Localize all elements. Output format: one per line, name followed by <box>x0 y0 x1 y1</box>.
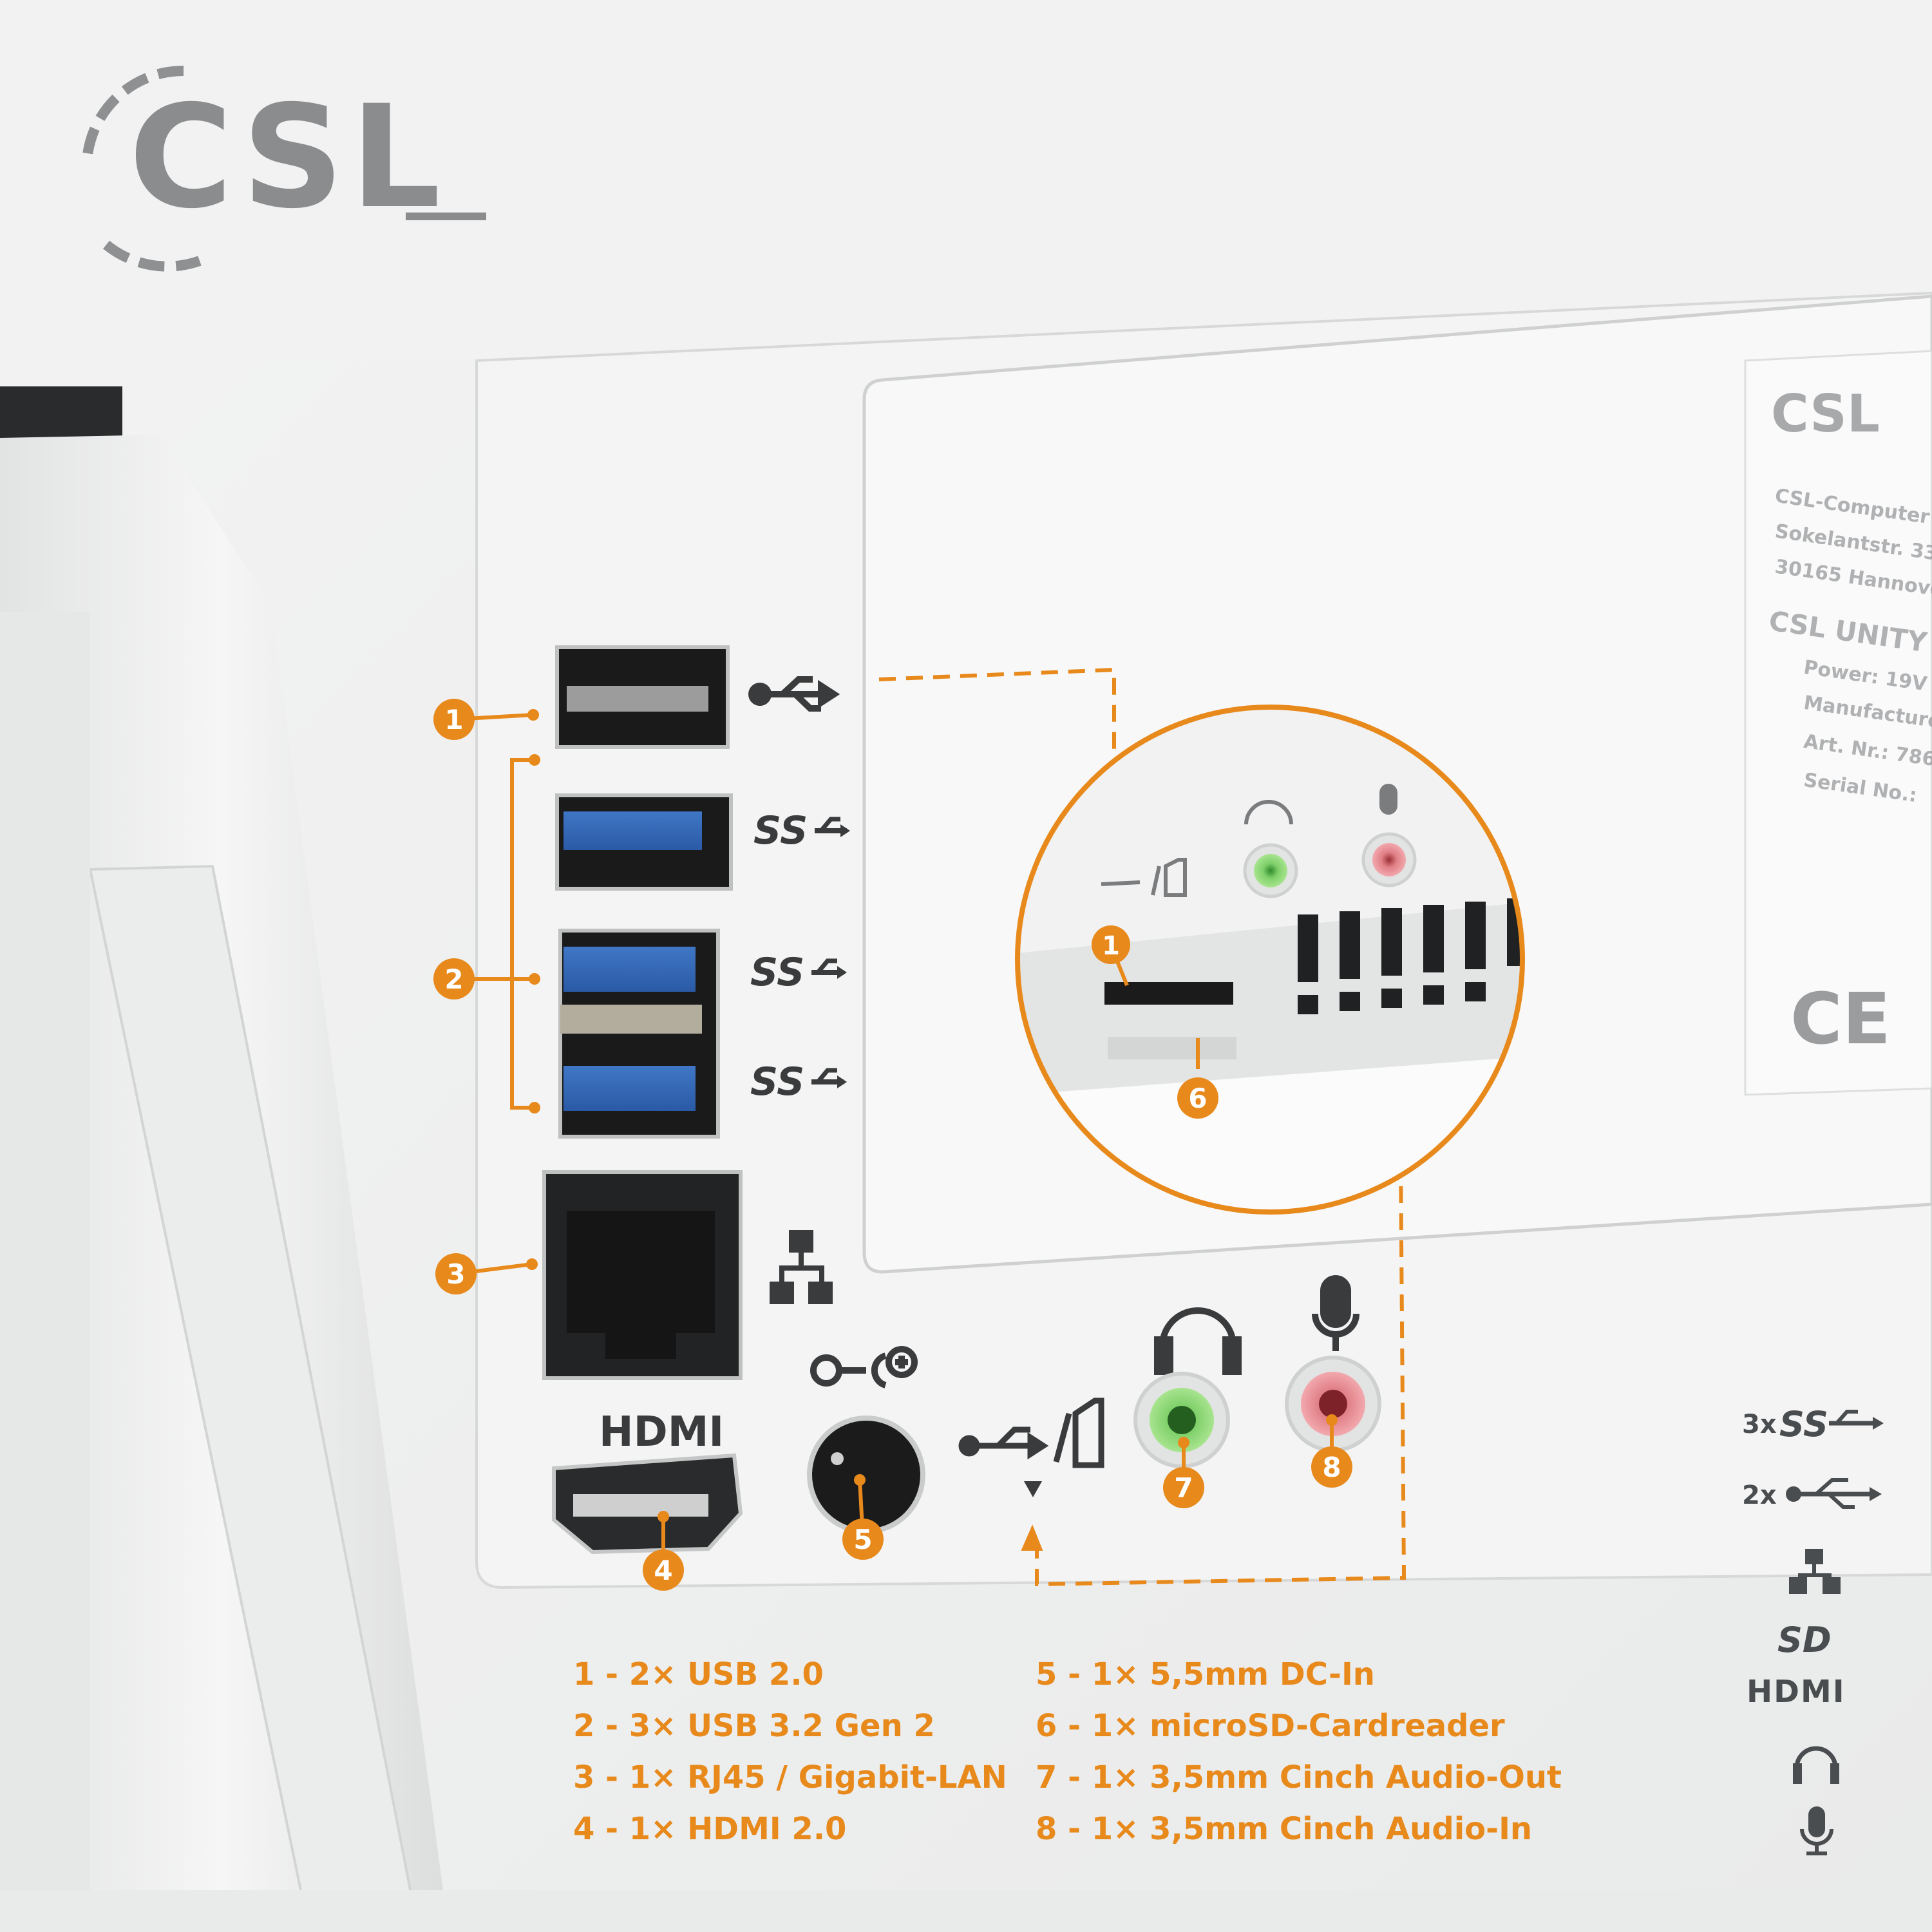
usb-symbol <box>748 676 840 712</box>
hdmi-port <box>552 1453 743 1555</box>
svg-text:3x: 3x <box>1742 1410 1777 1439</box>
dc-in-port <box>807 1416 925 1534</box>
headphones-icon <box>1793 1746 1839 1784</box>
port-marker-1: 1 <box>433 699 475 740</box>
legend-item: 7 - 1× 3,5mm Cinch Audio-Out <box>1036 1759 1562 1795</box>
port-marker-4: 4 <box>643 1549 684 1591</box>
svg-text:1: 1 <box>1102 931 1120 961</box>
usb-icon: 2x <box>1742 1478 1882 1510</box>
legend-item: 2 - 3× USB 3.2 Gen 2 <box>573 1708 935 1744</box>
svg-text:CSL: CSL <box>129 75 447 240</box>
headphones-symbol <box>1154 1307 1242 1375</box>
network-icon <box>1789 1549 1841 1594</box>
microphone-icon <box>1800 1806 1833 1855</box>
svg-text:SS: SS <box>750 1059 804 1104</box>
usb-superspeed-symbol: SS <box>750 1059 847 1104</box>
legend-right: 5 - 1× 5,5mm DC-In 6 - 1× microSD-Cardre… <box>1036 1649 1562 1855</box>
legend-item: 6 - 1× microSD-Cardreader <box>1036 1708 1505 1744</box>
leader-dot <box>529 1102 540 1113</box>
port-marker-7: 7 <box>1163 1467 1204 1508</box>
microphone-symbol <box>1312 1275 1359 1351</box>
legend-item: 1 - 2× USB 2.0 <box>573 1656 824 1692</box>
legend-item: 4 - 1× HDMI 2.0 <box>573 1811 847 1847</box>
svg-text:4: 4 <box>654 1555 672 1586</box>
svg-text:HDMI: HDMI <box>1747 1674 1846 1710</box>
svg-text:SS: SS <box>1779 1404 1828 1444</box>
arrow-down-icon <box>1024 1481 1042 1497</box>
svg-text:3: 3 <box>446 1258 465 1290</box>
port-marker-8: 8 <box>1311 1446 1352 1488</box>
audio-out-jack <box>1133 1372 1230 1468</box>
leader-dot <box>529 754 540 766</box>
csl-logo: CSL <box>82 65 486 272</box>
leader-dot <box>529 973 540 985</box>
leader-dot <box>658 1511 669 1522</box>
audio-in-jack <box>1285 1356 1381 1452</box>
leader-dot <box>1326 1414 1338 1426</box>
svg-text:2: 2 <box>444 963 463 995</box>
svg-text:6: 6 <box>1188 1083 1207 1114</box>
svg-text:SD: SD <box>1777 1620 1832 1660</box>
leader-dot <box>854 1474 866 1486</box>
hdmi-label: HDMI <box>599 1408 724 1456</box>
svg-text:SS: SS <box>750 950 804 995</box>
rj45-port <box>542 1170 743 1380</box>
usb-superspeed-symbol: SS <box>750 950 847 995</box>
zoom-marker-1: 1 <box>1092 925 1130 964</box>
svg-text:SS: SS <box>753 808 808 853</box>
hdmi-icon: HDMI <box>1747 1674 1846 1710</box>
network-symbol <box>770 1230 833 1304</box>
legend-item: 5 - 1× 5,5mm DC-In <box>1036 1656 1375 1692</box>
dc-polarity-icon <box>810 1346 918 1388</box>
svg-text:8: 8 <box>1322 1452 1341 1483</box>
svg-text:2x: 2x <box>1742 1481 1777 1510</box>
monitor-stand <box>0 386 444 1901</box>
leader-dot <box>1178 1437 1189 1448</box>
svg-text:7: 7 <box>1174 1472 1193 1504</box>
usb-sd-icon <box>958 1397 1104 1468</box>
product-label: CSL CSL-Computer GSokelantstr. 33-353016… <box>1744 350 1932 1096</box>
svg-text:1: 1 <box>444 704 463 735</box>
usb2-port <box>555 645 730 749</box>
usb3-port-double <box>558 929 720 1139</box>
port-marker-2: 2 <box>433 958 475 999</box>
sd-icon: SD <box>1777 1620 1832 1660</box>
port-marker-6: 6 <box>1177 1077 1218 1119</box>
legend-item: 3 - 1× RJ45 / Gigabit-LAN <box>573 1759 1007 1795</box>
svg-text:CSL: CSL <box>1771 384 1880 444</box>
port-marker-5: 5 <box>842 1519 884 1560</box>
port-marker-3: 3 <box>435 1253 477 1294</box>
legend-left: 1 - 2× USB 2.0 2 - 3× USB 3.2 Gen 2 3 - … <box>573 1649 1007 1855</box>
usb3-port-top <box>555 793 733 891</box>
svg-text:5: 5 <box>853 1524 872 1555</box>
usb-superspeed-symbol: SS <box>753 808 850 853</box>
svg-text:CE: CE <box>1790 978 1891 1060</box>
zoom-inset <box>1015 705 1525 1215</box>
leader-dot <box>526 1258 538 1270</box>
leader-dot <box>527 709 539 721</box>
legend-item: 8 - 1× 3,5mm Cinch Audio-In <box>1036 1811 1533 1847</box>
